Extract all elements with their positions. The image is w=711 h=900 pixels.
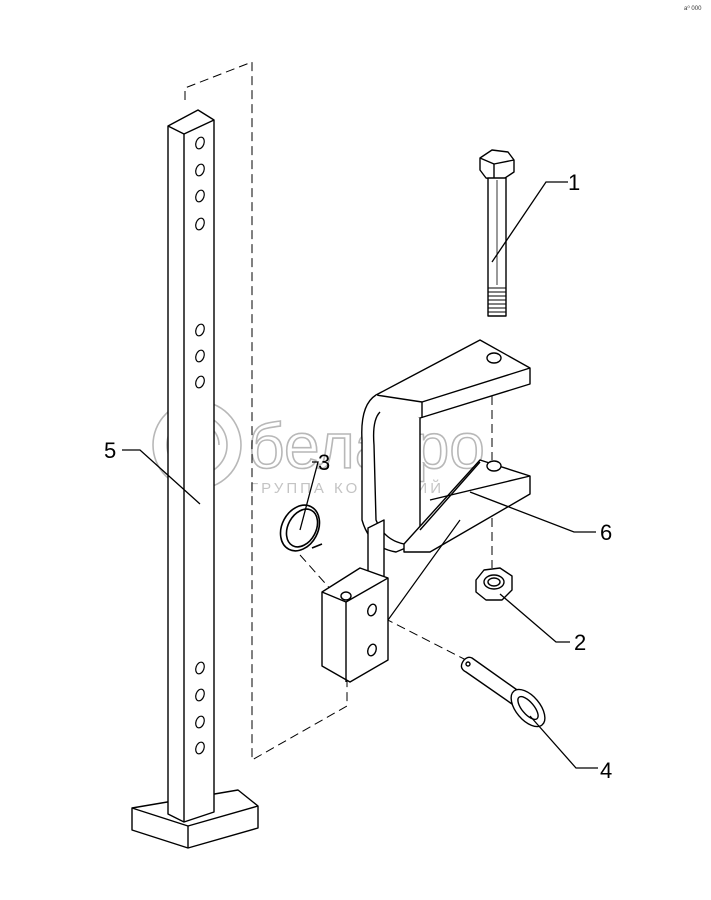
leader-part-4: [529, 715, 598, 769]
part-label-2: 2: [574, 630, 586, 655]
part-bracket: [321, 339, 531, 683]
part-label-4: 4: [600, 758, 612, 783]
part-labels: 1 2 3 4 5 6: [104, 170, 612, 783]
part-bolt: [479, 149, 515, 317]
part-spring-clip: [279, 504, 323, 552]
leader-part-6: [469, 491, 596, 533]
leader-part-1: [491, 181, 568, 263]
part-post: [131, 109, 259, 849]
leader-lines: [122, 181, 598, 769]
part-label-5: 5: [104, 438, 116, 463]
part-label-6: 6: [600, 520, 612, 545]
part-label-1: 1: [568, 170, 580, 195]
leader-part-3: [299, 461, 319, 531]
part-nut: [475, 567, 513, 601]
part-label-3: 3: [318, 450, 330, 475]
part-pin: [460, 656, 546, 728]
corner-mark: a⁰ 000: [684, 5, 702, 12]
leader-part-2: [499, 593, 570, 643]
leader-part-5: [122, 449, 201, 505]
